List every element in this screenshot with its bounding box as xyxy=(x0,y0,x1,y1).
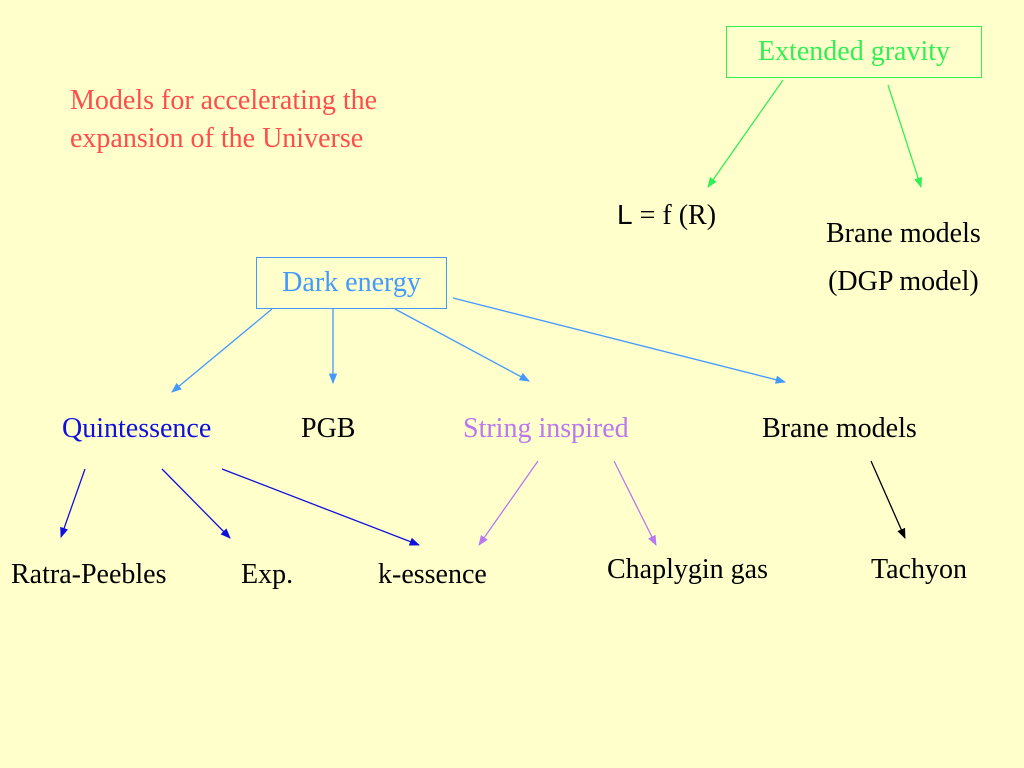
lagrangian-expression: = f (R) xyxy=(632,200,717,231)
arrow-quintessence-to-exp xyxy=(161,468,231,539)
brane-models-node: Brane models xyxy=(762,413,917,444)
dark-energy-label: Dark energy xyxy=(282,267,421,298)
brane-models-dgp-line-2: (DGP model) xyxy=(828,266,979,297)
ratra-peebles-node: Ratra-Peebles xyxy=(11,559,167,590)
extended-gravity-label: Extended gravity xyxy=(757,36,951,67)
arrow-quintessence-to-k-essence xyxy=(221,468,420,546)
pgb-node: PGB xyxy=(301,413,356,444)
lagrangian-fr-node: L = f (R) xyxy=(617,201,716,230)
dark-energy-box: Dark energy xyxy=(256,257,447,309)
title-line-2: expansion of the Universe xyxy=(70,123,364,154)
arrow-string-inspired-to-chaplygin-gas xyxy=(613,460,657,546)
brane-models-dgp-node: Brane models (DGP model) xyxy=(826,210,981,306)
chaplygin-gas-node: Chaplygin gas xyxy=(607,554,768,585)
title-line-1: Models for accelerating the xyxy=(70,85,378,116)
exp-node: Exp. xyxy=(241,559,294,590)
extended-gravity-box: Extended gravity xyxy=(726,26,982,78)
brane-models-dgp-line-1: Brane models xyxy=(826,218,981,249)
quintessence-node: Quintessence xyxy=(62,413,212,444)
arrow-extended-gravity-to-brane-dgp xyxy=(887,84,923,188)
arrow-dark-energy-to-brane-models xyxy=(452,297,787,384)
arrow-dark-energy-to-string-inspired xyxy=(394,308,530,382)
string-inspired-node: String inspired xyxy=(463,413,629,444)
tachyon-node: Tachyon xyxy=(871,554,968,585)
arrow-dark-energy-to-quintessence xyxy=(171,308,273,393)
diagram-title: Models for accelerating the expansion of… xyxy=(70,82,490,158)
arrow-quintessence-to-ratra-peebles xyxy=(60,468,86,538)
k-essence-node: k-essence xyxy=(378,559,487,590)
arrow-string-inspired-to-k-essence xyxy=(478,460,539,546)
arrow-brane-models-to-tachyon xyxy=(870,460,906,539)
arrow-extended-gravity-to-lagrangian xyxy=(707,79,784,188)
lagrangian-symbol: L xyxy=(617,199,633,230)
